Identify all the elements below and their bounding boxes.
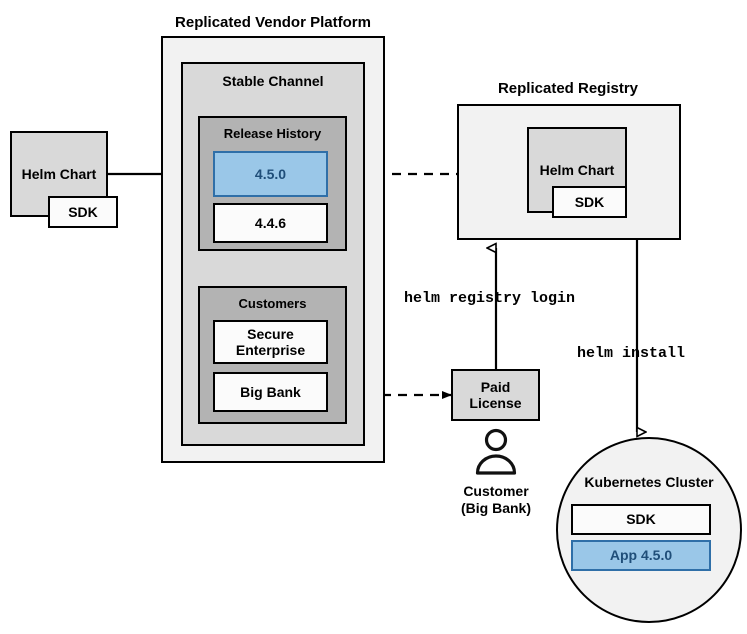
cluster-sdk-box[interactable]: SDK [571,504,711,535]
page-title-registry: Replicated Registry [497,80,639,97]
customer-secure-enterprise-line2: Enterprise [235,342,306,358]
customer-person-caption: Customer (Big Bank) [436,483,556,517]
stable-channel-label: Stable Channel [222,73,324,89]
cluster-app-label: App 4.5.0 [609,547,673,564]
registry-helm-chart-label: Helm Chart [539,161,615,178]
helm-install-label: helm install [577,345,686,362]
helm-chart-source-sdk-label: SDK [68,203,98,220]
release-version-4-4-6[interactable]: 4.4.6 [213,203,328,243]
paid-license-line2: License [469,395,522,411]
registry-helm-chart-sdk-label: SDK [574,193,605,210]
page-title-vendor-platform: Replicated Vendor Platform [175,14,371,31]
customer-person-line1: Customer [463,483,529,499]
customer-person-line2: (Big Bank) [461,499,531,516]
customer-big-bank-label: Big Bank [240,383,301,400]
customer-secure-enterprise-line1: Secure [247,325,294,342]
paid-license-line1: Paid [480,378,511,395]
release-version-4-4-6-label: 4.4.6 [254,214,287,231]
cluster-sdk-label: SDK [626,511,656,528]
helm-registry-login-label: helm registry login [404,290,576,307]
person-icon [475,428,517,475]
cluster-app-box[interactable]: App 4.5.0 [571,540,711,571]
release-version-4-5-0[interactable]: 4.5.0 [213,151,328,197]
customer-big-bank[interactable]: Big Bank [213,372,328,412]
release-version-4-5-0-label: 4.5.0 [254,165,287,182]
paid-license-box[interactable]: Paid License [451,369,540,421]
customers-label: Customers [238,296,307,311]
helm-chart-source-label: Helm Chart [21,165,97,182]
kubernetes-cluster-label: Kubernetes Cluster [584,474,714,490]
registry-helm-chart-sdk-box[interactable]: SDK [552,186,627,218]
release-history-label: Release History [223,126,322,141]
customer-secure-enterprise[interactable]: Secure Enterprise [213,320,328,364]
helm-chart-source-sdk-box[interactable]: SDK [48,196,118,228]
